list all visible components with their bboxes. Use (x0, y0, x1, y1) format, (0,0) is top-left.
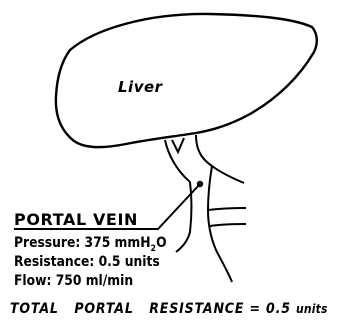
flow-reading: Flow: 750 ml/min (14, 273, 133, 289)
flow-value: 750 ml/min (56, 273, 133, 289)
liver-hilum-notch (172, 138, 184, 152)
pressure-label: Pressure: (14, 235, 80, 251)
portal-vein-trunk-left-wall (176, 182, 192, 252)
total-portal-resistance: TOTAL PORTAL RESISTANCE = 0.5 units (10, 301, 328, 317)
resistance-value: 0.5 units (99, 254, 160, 270)
total-units: units (296, 302, 328, 316)
pressure-value: 375 mmH (85, 235, 151, 251)
resistance-reading: Resistance: 0.5 units (14, 254, 160, 270)
pressure-suffix: O (156, 235, 166, 251)
pressure-reading: Pressure: 375 mmH2O (14, 235, 167, 254)
portal-vein-title: PORTAL VEIN (14, 210, 138, 229)
total-label: TOTAL PORTAL RESISTANCE = 0.5 (10, 301, 291, 317)
portal-vein-right-branch (196, 135, 244, 183)
portal-vein-left-branch (165, 140, 190, 182)
liver-outline (56, 14, 317, 147)
resistance-label: Resistance: (14, 254, 94, 270)
splenic-vein-upper-wall (208, 208, 246, 210)
liver-label: Liver (118, 78, 163, 96)
splenic-vein-lower-wall (210, 224, 246, 226)
flow-label: Flow: (14, 273, 51, 289)
